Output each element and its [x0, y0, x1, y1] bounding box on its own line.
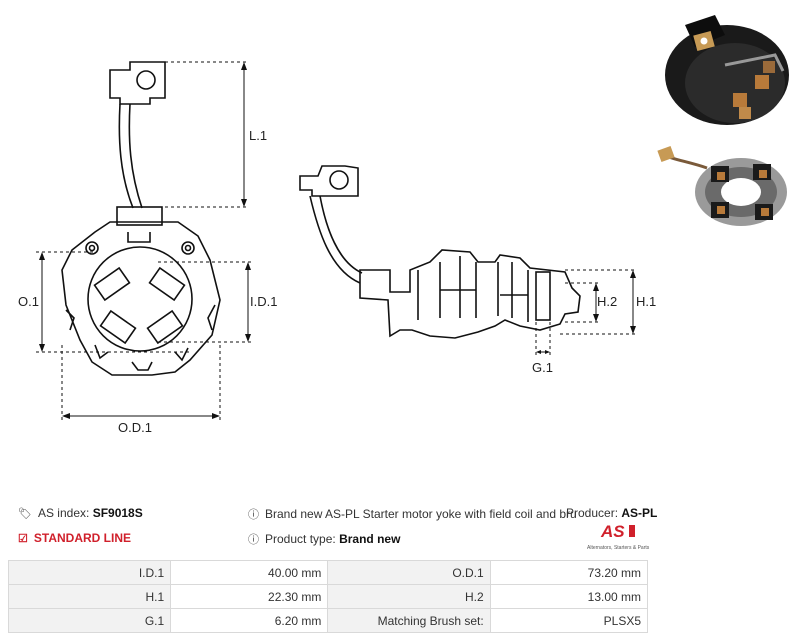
dim-label-h2: H.2: [597, 294, 617, 309]
spec-key: Matching Brush set:: [327, 608, 491, 633]
spec-key: I.D.1: [7, 560, 172, 585]
logo-tagline: Alternators, Starters & Parts: [587, 545, 650, 551]
tags-icon: 🏷︎: [18, 507, 32, 520]
producer-label: Producer:: [566, 506, 619, 520]
info-icon: ⓘ: [248, 534, 259, 546]
producer-row: Producer: AS-PL: [566, 506, 657, 520]
dim-label-l1: L.1: [249, 128, 267, 143]
spec-value: 13.00 mm: [489, 584, 649, 609]
product-photo-brush-holder: [657, 145, 787, 226]
product-type-row: ⓘ Product type: Brand new: [248, 531, 400, 547]
dim-label-id1: I.D.1: [250, 294, 277, 309]
check-square-icon: ☑: [18, 532, 28, 545]
dim-label-h1: H.1: [636, 294, 656, 309]
table-row: I.D.1 40.00 mm O.D.1 73.20 mm: [7, 560, 649, 585]
spec-key: H.2: [327, 584, 491, 609]
spec-value: 40.00 mm: [170, 560, 329, 585]
as-index-row: 🏷︎ AS index: SF9018S: [18, 506, 143, 520]
spec-key: H.1: [7, 584, 172, 609]
standard-line-row: ☑ STANDARD LINE: [18, 531, 131, 545]
standard-line-label: STANDARD LINE: [33, 531, 131, 545]
logo-mark: AS: [600, 522, 625, 541]
spec-value: 73.20 mm: [489, 560, 649, 585]
spec-value: 22.30 mm: [170, 584, 329, 609]
spec-key: G.1: [7, 608, 172, 633]
technical-drawing: L.1 O.1 I.D.1 O.D.1 H.2 H.1 G.1: [18, 61, 656, 435]
dim-label-o1: O.1: [18, 294, 39, 309]
description-text: Brand new AS-PL Starter motor yoke with …: [265, 507, 577, 521]
dim-label-g1: G.1: [532, 360, 553, 375]
dim-label-od1: O.D.1: [118, 420, 152, 435]
producer-value: AS-PL: [621, 506, 658, 520]
spec-value: 6.20 mm: [170, 608, 329, 633]
spec-key: O.D.1: [327, 560, 491, 585]
as-pl-logo: AS Alternators, Starters & Parts: [587, 522, 650, 551]
product-type-label: Product type:: [265, 532, 336, 546]
table-row: H.1 22.30 mm H.2 13.00 mm: [7, 584, 649, 609]
specs-table: I.D.1 40.00 mm O.D.1 73.20 mm H.1 22.30 …: [7, 560, 649, 633]
as-index-label: AS index:: [37, 506, 90, 520]
description-row: ⓘ Brand new AS-PL Starter motor yoke wit…: [248, 506, 577, 522]
info-icon: ⓘ: [248, 509, 259, 521]
spec-value: PLSX5: [489, 608, 649, 633]
as-index-value: SF9018S: [92, 506, 143, 520]
table-row: G.1 6.20 mm Matching Brush set: PLSX5: [7, 608, 649, 633]
product-type-value: Brand new: [339, 532, 401, 546]
product-photo-assembled: [665, 15, 789, 125]
